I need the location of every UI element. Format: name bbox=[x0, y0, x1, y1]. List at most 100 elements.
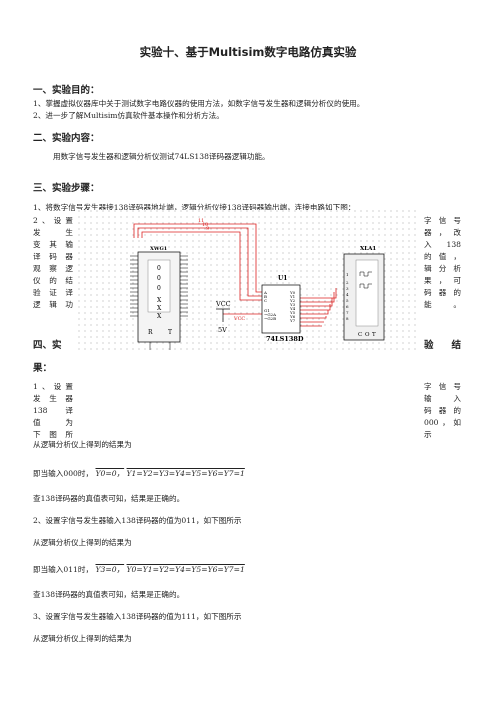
result-1-eq-prefix: 即当输入000时， bbox=[33, 469, 94, 478]
result-2-eq-ones: Y0=Y1=Y2=Y4=Y5=Y6=Y7=1 bbox=[126, 565, 245, 574]
xwg-digit: 0 bbox=[157, 275, 161, 282]
result-3-intro: 从逻辑分析仪上得到的结果为 bbox=[33, 634, 132, 643]
xla-o-label: O bbox=[365, 332, 370, 338]
section-heading-purpose: 一、实验目的： bbox=[33, 85, 100, 96]
xwg-digit: X bbox=[157, 313, 162, 320]
result-2-equation: 即当输入011时， Y3=0， Y0=Y1=Y2=Y4=Y5=Y6=Y7=1 bbox=[33, 564, 245, 575]
vcc2-label: VCC bbox=[233, 316, 245, 322]
result-1-equation: 即当输入000时， Y0=0， Y1=Y2=Y3=Y4=Y5=Y6=Y7=1 bbox=[33, 468, 245, 479]
chip-pin-y7: Y7 bbox=[289, 318, 296, 323]
chip-pin-y6: Y6 bbox=[289, 314, 296, 319]
chip-pin-y1: Y1 bbox=[289, 294, 295, 299]
xla-in-8: 8 bbox=[346, 316, 349, 321]
xla-t-label: T bbox=[372, 332, 376, 338]
bus-label-11: 11 bbox=[198, 218, 204, 224]
step-2-left-line: 逻辑功 bbox=[33, 300, 73, 309]
chip-pin-y2: Y2 bbox=[289, 298, 296, 303]
result-2-setup: 2、设置字信号发生器输入138译码器的值为011，如下图所示 bbox=[33, 516, 242, 525]
step-2-right-line: 字信号 bbox=[424, 216, 461, 225]
xwg-r-label: R bbox=[148, 329, 153, 336]
result-1-intro: 从逻辑分析仪上得到的结果为 bbox=[33, 440, 132, 449]
step-2-right-column: 字信号 器，改 入 138 的值， 辑分析 果，可 码器的 能。 bbox=[424, 215, 461, 311]
xla-in-5: 5 bbox=[346, 298, 349, 303]
xwg-word-generator bbox=[130, 251, 188, 350]
chip-pin-g2a: ~G2A bbox=[264, 312, 276, 317]
result-1-right-column: 字信号 输 入 码器的 000，如 示 bbox=[424, 381, 461, 441]
u1-label: U1 bbox=[278, 275, 287, 282]
step-2-right-line: 果，可 bbox=[424, 276, 461, 285]
step-2-left-column: 2、设置 发 生 变其输 译码器 观察逻 仪的结 验证译 逻辑功 bbox=[33, 215, 73, 311]
purpose-item-2: 2、进一步了解Multisim仿真软件基本操作和分析方法。 bbox=[33, 111, 224, 120]
volt-label: 5V bbox=[218, 326, 227, 334]
xla-logic-analyzer bbox=[343, 253, 385, 341]
result-1-right-line: 000，如 bbox=[424, 418, 461, 427]
xla-in-2: 2 bbox=[346, 280, 349, 285]
step-2-left-line: 2、设置 bbox=[33, 216, 73, 225]
section-heading-steps: 三、实验步骤： bbox=[33, 183, 100, 194]
section-heading-results-right: 验 结 bbox=[424, 340, 461, 351]
xla-in-1: 1 bbox=[346, 272, 349, 277]
chip-pin-y5: Y5 bbox=[289, 310, 296, 315]
result-1-right-line: 码器的 bbox=[424, 406, 461, 415]
result-2-intro: 从逻辑分析仪上得到的结果为 bbox=[33, 538, 132, 547]
result-1-left-line: 138 译 bbox=[33, 406, 73, 415]
xwg-digit: 0 bbox=[157, 285, 161, 292]
result-3-setup: 3、设置字信号发生器输入138译码器的值为111，如下图所示 bbox=[33, 612, 242, 621]
xwg-digit: X bbox=[157, 297, 162, 304]
step-2-right-line: 入 138 bbox=[424, 240, 461, 249]
result-2-eq-zero: Y3=0， bbox=[95, 565, 125, 574]
result-1-left-line: 值 为 bbox=[33, 418, 73, 427]
bus-wires bbox=[133, 223, 337, 327]
result-1-check: 查138译码器的真值表可知，结果是正确的。 bbox=[33, 494, 185, 503]
xwg-digit: 0 bbox=[157, 265, 161, 272]
result-1-eq-zero: Y0=0， bbox=[95, 469, 125, 478]
chip-pin-g2b: ~G2B bbox=[264, 316, 276, 321]
result-2-check: 查138译码器的真值表可知，结果是正确的。 bbox=[33, 590, 185, 599]
chip-label: 74LS138D bbox=[266, 335, 304, 343]
xla-in-4: 4 bbox=[346, 292, 349, 297]
step-2-left-line: 变其输 bbox=[33, 240, 73, 249]
result-1-right-line: 输 入 bbox=[424, 394, 461, 403]
chip-pin-g1: G1 bbox=[264, 308, 270, 313]
step-2-left-line: 仪的结 bbox=[33, 276, 73, 285]
step-2-left-line: 观察逻 bbox=[33, 264, 73, 273]
result-1-left-line: 1、设置 bbox=[33, 382, 73, 391]
xla-in-6: 6 bbox=[346, 304, 349, 309]
vcc-source-symbol bbox=[216, 308, 230, 322]
step-2-right-line: 辑分析 bbox=[424, 264, 461, 273]
result-1-right-line: 字信号 bbox=[424, 382, 461, 391]
u1-chip-body bbox=[261, 284, 301, 334]
xla-in-3: 3 bbox=[346, 286, 349, 291]
section-heading-results-left: 四、实 bbox=[33, 340, 62, 351]
step-2-left-line: 译码器 bbox=[33, 252, 73, 261]
step-2-right-line: 的值， bbox=[424, 252, 461, 261]
xla-c-label: C bbox=[358, 332, 362, 338]
step-2-right-line: 码器的 bbox=[424, 288, 461, 297]
xwg-t-label: T bbox=[168, 329, 172, 336]
result-1-left-column: 1、设置 发生器 138 译 值 为 下图所 bbox=[33, 381, 73, 441]
step-2-left-line: 发 生 bbox=[33, 228, 73, 237]
chip-pin-a: A bbox=[263, 290, 267, 295]
xla-label: XLA1 bbox=[360, 246, 376, 252]
result-1-left-line: 发生器 bbox=[33, 394, 73, 403]
vcc-label: VCC bbox=[215, 300, 231, 308]
chip-pin-b: B bbox=[264, 294, 267, 299]
xla-in-7: 7 bbox=[346, 310, 349, 315]
content-text: 用数字信号发生器和逻辑分析仪测试74LS138译码器逻辑功能。 bbox=[53, 152, 270, 161]
bus-label-10: 10 bbox=[202, 222, 208, 228]
result-1-left-line: 下图所 bbox=[33, 430, 73, 439]
chip-pin-c: C bbox=[264, 298, 267, 303]
step-1-text: 1、将数字信号发生器接138译码器地址端，逻辑分析仪接138译码器输出端，连接电… bbox=[33, 203, 356, 212]
step-2-right-line: 能。 bbox=[424, 300, 461, 309]
result-1-right-line: 示 bbox=[424, 430, 432, 439]
chip-pin-y4: Y4 bbox=[289, 306, 296, 311]
page-title: 实验十、基于Multisim数字电路仿真实验 bbox=[139, 45, 357, 59]
section-heading-content: 二、实验内容： bbox=[33, 133, 100, 144]
step-2-right-line: 器，改 bbox=[424, 228, 461, 237]
chip-pin-y3: Y3 bbox=[289, 302, 296, 307]
purpose-item-1: 1、掌握虚拟仪器库中关于测试数字电路仪器的使用方法，如数字信号发生器和逻辑分析仪… bbox=[33, 99, 365, 108]
xwg-label: XWG1 bbox=[150, 246, 167, 252]
chip-pin-y0: Y0 bbox=[289, 290, 296, 295]
xwg-digit: X bbox=[157, 305, 162, 312]
circuit-diagram: 11 10 9 XWG1 0 0 0 X X X R T bbox=[78, 210, 420, 352]
